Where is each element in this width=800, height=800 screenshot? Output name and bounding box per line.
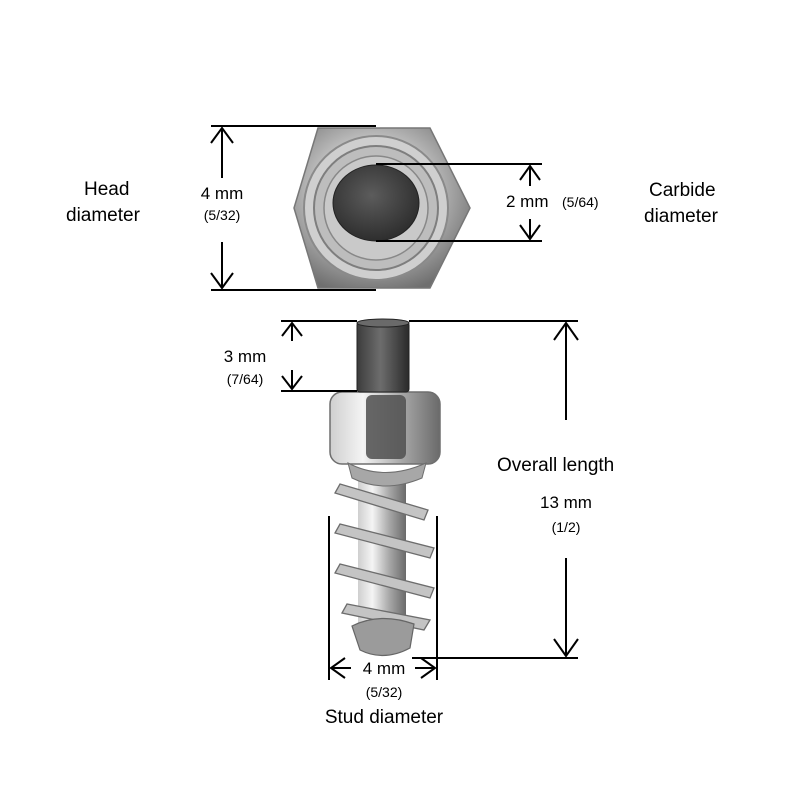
overall-length-metric: 13 mm [540, 493, 592, 512]
carbide-diameter-title-line2: diameter [644, 206, 718, 227]
overall-length-imperial: (1/2) [551, 519, 581, 535]
stud-diameter-metric: 4 mm [362, 659, 406, 678]
overall-length-dimension [409, 320, 579, 659]
stud-diameter-imperial: (5/32) [365, 684, 403, 700]
overall-length-title: Overall length [497, 455, 615, 476]
carbide-diameter-metric: 2 mm [506, 192, 549, 211]
stud-diameter-dimension [328, 516, 438, 680]
stud-diameter-title: Stud diameter [324, 707, 444, 728]
carbide-diameter-dimension [376, 163, 542, 242]
stud-side-view [329, 318, 441, 657]
carbide-diameter-imperial: (5/64) [562, 194, 599, 210]
head-diameter-title-line1: Head [84, 179, 130, 200]
stud-head-top-view [293, 127, 471, 289]
protrusion-imperial: (7/64) [226, 371, 264, 387]
carbide-diameter-title-line1: Carbide [649, 180, 716, 201]
protrusion-dimension [281, 320, 357, 392]
head-diameter-metric: 4 mm [200, 184, 244, 203]
head-diameter-dimension [210, 125, 376, 291]
protrusion-metric: 3 mm [223, 347, 267, 366]
head-diameter-title-line2: diameter [66, 205, 140, 226]
head-diameter-imperial: (5/32) [203, 207, 241, 223]
